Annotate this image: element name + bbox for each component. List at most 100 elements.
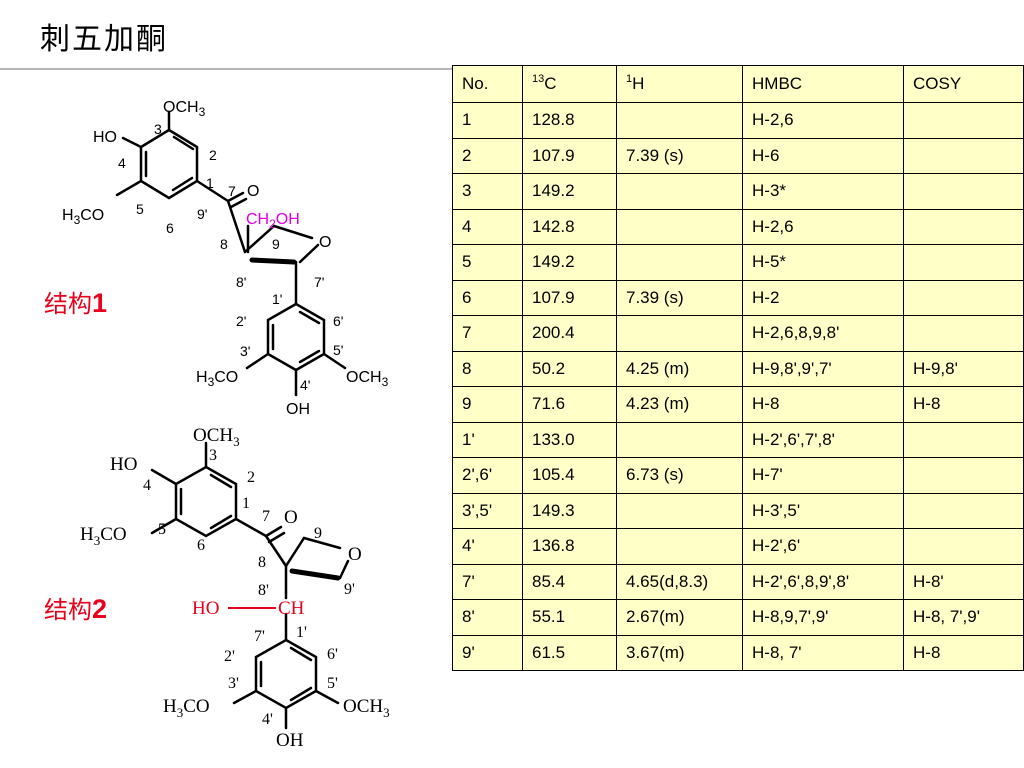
svg-text:8: 8	[258, 554, 266, 571]
cell-hmbc: H-7'	[742, 457, 904, 494]
cell-1h	[616, 244, 743, 281]
cell-13c: 142.8	[522, 208, 617, 245]
svg-text:O: O	[319, 234, 331, 251]
structure-1	[115, 110, 347, 397]
cell-cosy	[903, 315, 1024, 352]
svg-text:9: 9	[314, 525, 322, 542]
cell-1h: 3.67(m)	[616, 634, 743, 671]
svg-text:3': 3'	[240, 343, 250, 359]
svg-text:7': 7'	[314, 274, 324, 290]
cell-13c: 85.4	[522, 563, 617, 600]
svg-text:CH: CH	[278, 598, 305, 619]
svg-text:6': 6'	[333, 313, 343, 329]
cell-1h: 4.25 (m)	[616, 350, 743, 387]
cell-no: 8'	[452, 599, 523, 636]
svg-text:OCH3: OCH3	[343, 696, 390, 720]
cell-cosy: H-8	[903, 386, 1024, 423]
cell-1h	[616, 528, 743, 565]
cell-no: 3	[452, 173, 523, 210]
cell-cosy	[903, 208, 1024, 245]
svg-text:3': 3'	[228, 675, 239, 692]
cell-no: 9'	[452, 634, 523, 671]
cell-hmbc: H-6	[742, 137, 904, 174]
cell-cosy: H-8'	[903, 563, 1024, 600]
page-title: 刺五加酮	[40, 22, 168, 57]
svg-text:2': 2'	[236, 313, 246, 329]
cell-no: 2',6'	[452, 457, 523, 494]
cell-hmbc: H-2',6',8,9',8'	[742, 563, 904, 600]
cell-1h	[616, 173, 743, 210]
cell-cosy: H-8	[903, 634, 1024, 671]
svg-text:1: 1	[206, 175, 214, 191]
cell-no: 8	[452, 350, 523, 387]
cell-no: 7'	[452, 563, 523, 600]
cell-1h	[616, 315, 743, 352]
svg-text:1': 1'	[296, 624, 307, 641]
cell-13c: 50.2	[522, 350, 617, 387]
table-row: 4'136.8 H-2',6'	[452, 528, 1024, 565]
cell-13c: 149.2	[522, 244, 617, 281]
svg-text:8': 8'	[236, 274, 246, 290]
cell-cosy	[903, 528, 1024, 565]
cell-hmbc: H-3',5'	[742, 492, 904, 529]
cell-hmbc: H-2,6,8,9,8'	[742, 315, 904, 352]
header-cosy: COSY	[903, 65, 1024, 103]
svg-text:9': 9'	[344, 581, 355, 598]
cell-hmbc: H-2,6	[742, 208, 904, 245]
svg-text:2: 2	[247, 469, 255, 486]
cell-1h	[616, 492, 743, 529]
cell-13c: 133.0	[522, 421, 617, 458]
svg-text:8: 8	[220, 236, 228, 252]
svg-text:6: 6	[197, 537, 205, 554]
svg-text:9: 9	[272, 236, 280, 252]
svg-text:7: 7	[228, 183, 236, 199]
header-hmbc: HMBC	[742, 65, 904, 103]
cell-hmbc: H-5*	[742, 244, 904, 281]
cell-hmbc: H-3*	[742, 173, 904, 210]
svg-text:5: 5	[158, 521, 166, 538]
cell-13c: 200.4	[522, 315, 617, 352]
structure-2-labels: OCH3 HO H3CO 3 4 5 6 2 1 7 O 9 O 8 8' 9'…	[80, 425, 390, 751]
cell-hmbc: H-2,6	[742, 102, 904, 139]
cell-13c: 105.4	[522, 457, 617, 494]
cell-cosy	[903, 173, 1024, 210]
cell-no: 6	[452, 279, 523, 316]
svg-text:O: O	[247, 183, 259, 200]
cell-13c: 149.3	[522, 492, 617, 529]
cell-1h: 4.23 (m)	[616, 386, 743, 423]
structure-2	[150, 441, 350, 730]
cell-13c: 107.9	[522, 279, 617, 316]
cell-hmbc: H-2',6'	[742, 528, 904, 565]
svg-text:OCH3: OCH3	[193, 425, 240, 449]
cell-hmbc: H-2	[742, 279, 904, 316]
svg-text:O: O	[348, 544, 362, 565]
cell-hmbc: H-8,9,7',9'	[742, 599, 904, 636]
structure-2-label: 结构2	[44, 594, 108, 624]
cell-no: 2	[452, 137, 523, 174]
svg-text:OCH3: OCH3	[346, 369, 389, 389]
svg-text:H3CO: H3CO	[62, 207, 104, 227]
cell-1h	[616, 421, 743, 458]
svg-text:HO: HO	[93, 129, 117, 146]
cell-no: 1	[452, 102, 523, 139]
svg-text:5': 5'	[327, 675, 338, 692]
cell-13c: 136.8	[522, 528, 617, 565]
cell-no: 4'	[452, 528, 523, 565]
svg-text:3: 3	[209, 447, 217, 464]
svg-text:HO: HO	[192, 598, 219, 619]
cell-1h	[616, 102, 743, 139]
cell-cosy	[903, 421, 1024, 458]
cell-cosy: H-9,8'	[903, 350, 1024, 387]
svg-text:H3CO: H3CO	[80, 524, 127, 548]
cell-no: 1'	[452, 421, 523, 458]
